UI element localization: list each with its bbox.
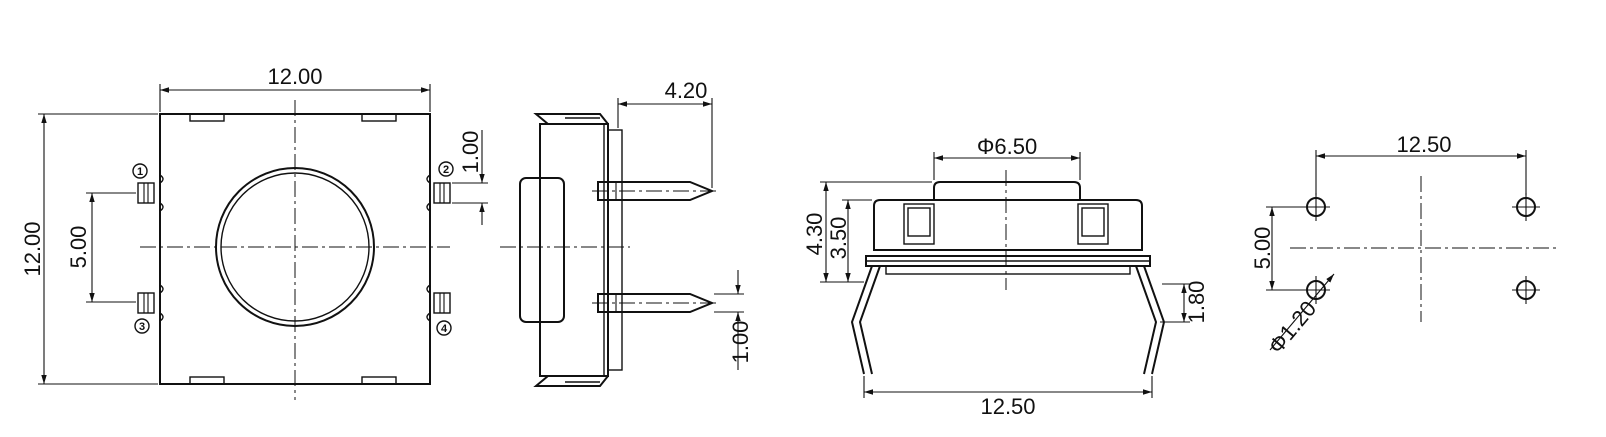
hole-bottom-right bbox=[1512, 276, 1540, 304]
total-height-dimension: 4.30 bbox=[802, 213, 827, 256]
pin-width-dimension: 1.00 bbox=[458, 131, 483, 174]
y-pitch-dimension: 5.00 bbox=[1250, 227, 1275, 270]
pin-4-label: 4 bbox=[436, 320, 452, 336]
hole-top-right bbox=[1512, 193, 1540, 221]
pin-pitch-dimension: 5.00 bbox=[66, 226, 91, 269]
right-cavity bbox=[1077, 203, 1109, 245]
front-view: Φ6.50 4.30 3.50 1.80 12.50 bbox=[802, 134, 1209, 419]
svg-text:3: 3 bbox=[139, 321, 145, 333]
pin-1-pad bbox=[137, 182, 155, 204]
lead-length-dimension: 4.20 bbox=[665, 78, 708, 103]
hole-diameter-dimension: Φ1.20 bbox=[1263, 296, 1321, 358]
x-pitch-dimension: 12.50 bbox=[1396, 132, 1451, 157]
hole-top-left bbox=[1302, 193, 1330, 221]
side-body bbox=[539, 123, 609, 377]
pin-2-label: 2 bbox=[438, 161, 454, 177]
standoff-dimension: 1.80 bbox=[1184, 281, 1209, 324]
front-body bbox=[873, 199, 1143, 251]
pin-4-pad bbox=[433, 292, 451, 314]
hole-bottom-left bbox=[1302, 276, 1330, 304]
pcb-footprint: 12.50 5.00 Φ1.20 bbox=[1250, 132, 1556, 358]
left-cavity bbox=[903, 203, 935, 245]
pin-3-pad bbox=[137, 292, 155, 314]
left-leg bbox=[850, 265, 873, 375]
button-cap bbox=[933, 181, 1081, 200]
pin-1-label: 1 bbox=[132, 163, 148, 179]
width-dimension: 12.00 bbox=[267, 64, 322, 89]
svg-text:4: 4 bbox=[441, 323, 448, 335]
side-view: 4.20 1.00 bbox=[500, 78, 753, 387]
top-view: 12.00 12.00 5.00 1.00 1 2 3 bbox=[20, 64, 488, 400]
bottom-left-tab bbox=[189, 376, 225, 385]
svg-text:1: 1 bbox=[137, 166, 143, 178]
pin-3-label: 3 bbox=[134, 318, 150, 334]
lower-lead bbox=[597, 293, 715, 313]
side-actuator bbox=[519, 177, 565, 323]
upper-lead bbox=[597, 181, 715, 201]
lead-width-dimension: 1.00 bbox=[728, 321, 753, 364]
pin-2-pad bbox=[433, 182, 451, 204]
svg-text:2: 2 bbox=[443, 164, 449, 176]
top-left-tab bbox=[189, 113, 225, 122]
bottom-right-tab bbox=[361, 376, 397, 385]
height-dimension: 12.00 bbox=[20, 221, 45, 276]
lead-span-dimension: 12.50 bbox=[980, 394, 1035, 419]
top-right-tab bbox=[361, 113, 397, 122]
button-diameter-dimension: Φ6.50 bbox=[977, 134, 1037, 159]
body-height-dimension: 3.50 bbox=[826, 217, 851, 260]
